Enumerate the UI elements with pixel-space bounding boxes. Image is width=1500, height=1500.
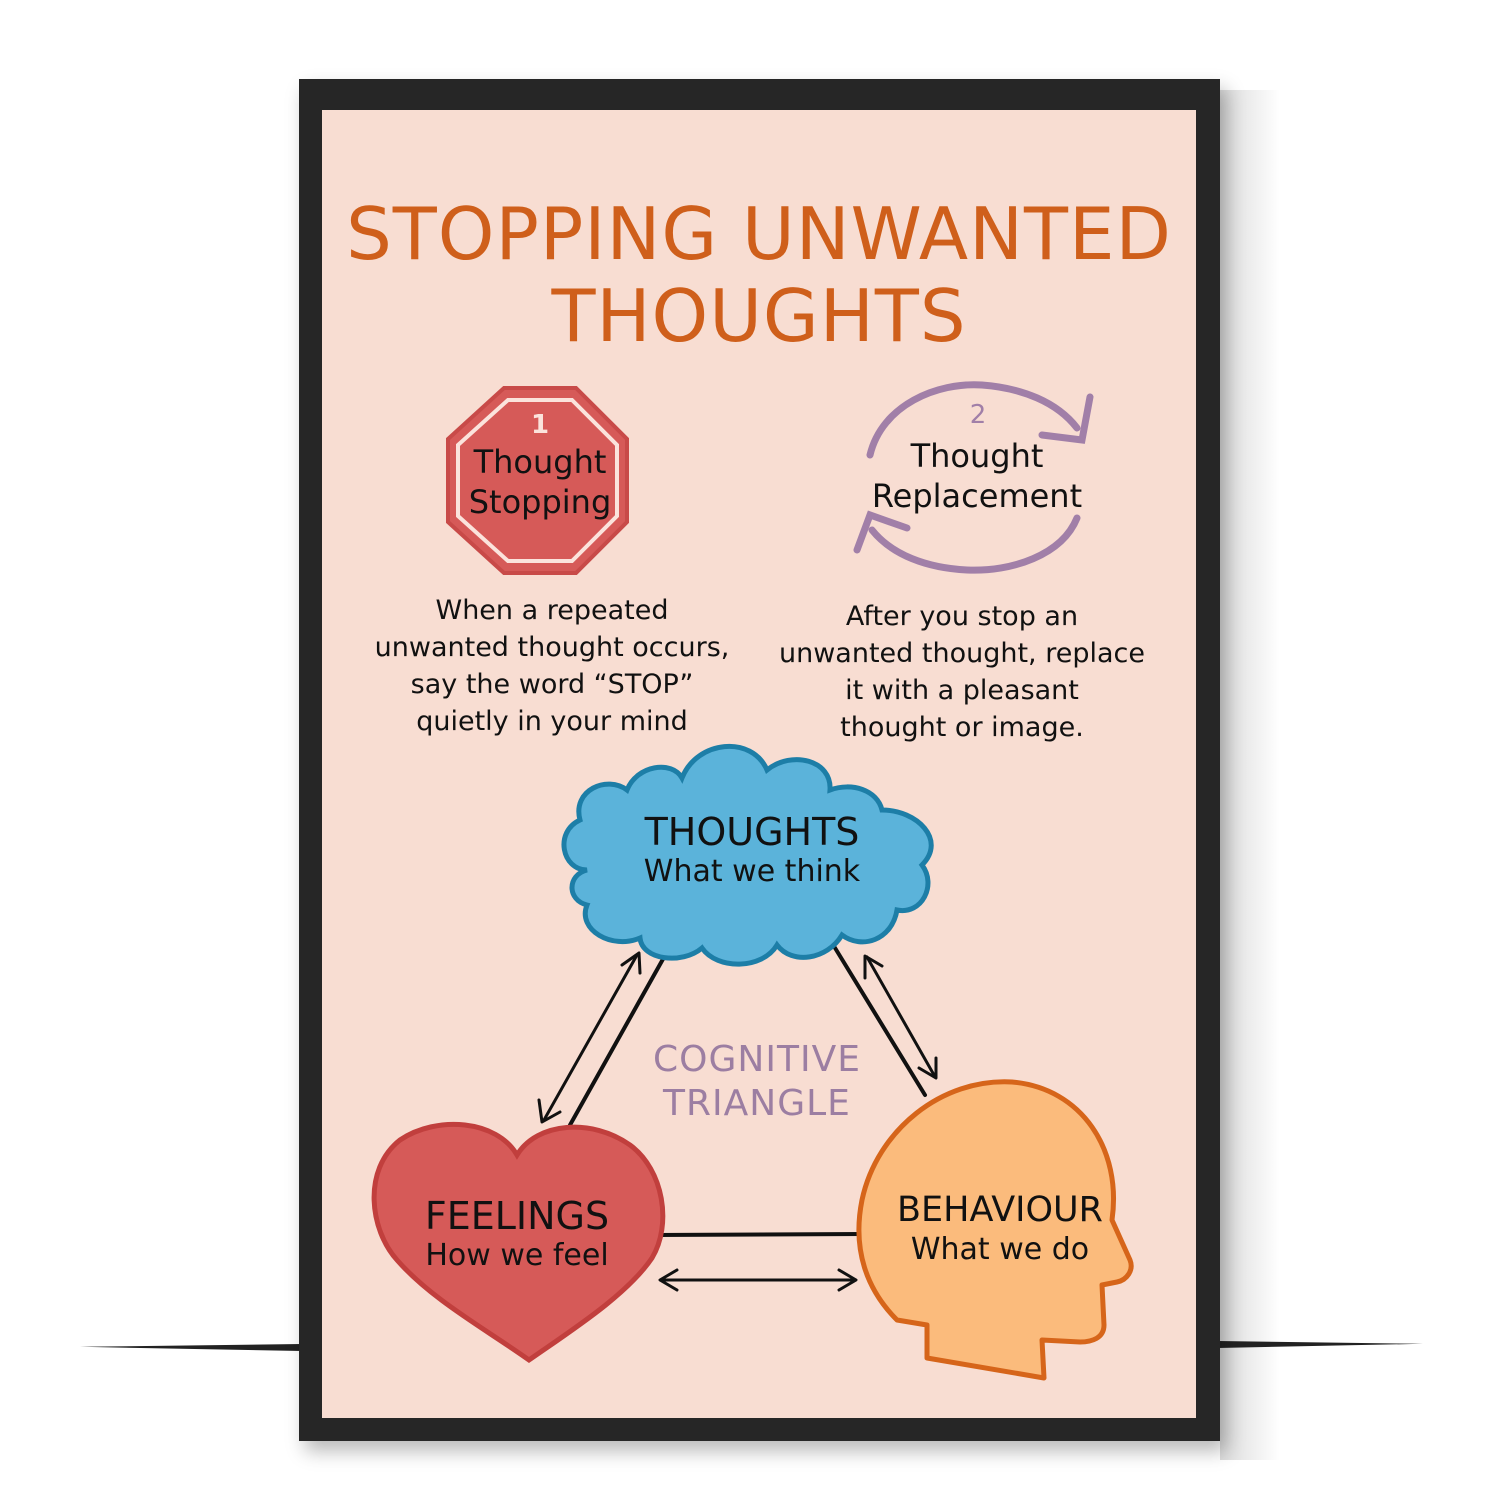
step-2-desc-line: After you stop an: [845, 601, 1079, 632]
behaviour-subtitle: What we do: [910, 1232, 1090, 1267]
double-arrows: [537, 951, 938, 1292]
step-2-title-line-2: Replacement: [871, 477, 1083, 515]
stop-sign-icon: [446, 386, 629, 575]
heart-icon: [371, 1121, 666, 1364]
shelf-line-left: [80, 1344, 302, 1351]
step-2-title: Thought Replacement: [852, 436, 1102, 516]
step-1-desc-line: unwanted thought occurs,: [374, 632, 730, 663]
step-1-title-line-1: Thought: [473, 443, 607, 481]
step-2-title-line-1: Thought: [910, 437, 1044, 475]
step-2-number: 2: [969, 400, 987, 430]
step-1-desc-line: quietly in your mind: [416, 706, 688, 737]
poster-frame: STOPPING UNWANTED THOUGHTS 1 Thought Sto…: [299, 79, 1220, 1441]
step-1-title-line-2: Stopping: [468, 483, 612, 521]
frame-shadow: [1220, 90, 1280, 1460]
head-icon: [856, 1079, 1134, 1381]
thoughts-title: THOUGHTS: [644, 810, 860, 854]
step-2-desc-line: unwanted thought, replace: [779, 638, 1145, 669]
poster-graphics: [371, 381, 1134, 1381]
behaviour-title: BEHAVIOUR: [897, 1190, 1103, 1230]
step-2-desc-line: it with a pleasant: [845, 675, 1079, 706]
step-1-desc-line: When a repeated: [435, 595, 669, 626]
step-2-desc-line: thought or image.: [840, 712, 1084, 743]
cycle-arrows-icon: [853, 381, 1094, 574]
poster: STOPPING UNWANTED THOUGHTS 1 Thought Sto…: [322, 110, 1196, 1418]
feelings-title: FEELINGS: [424, 1194, 610, 1238]
step-1-title: Thought Stopping: [450, 442, 630, 522]
title-line-1: STOPPING UNWANTED: [346, 192, 1172, 276]
shelf-line-right: [1218, 1341, 1423, 1348]
feelings-subtitle: How we feel: [425, 1238, 609, 1273]
triangle-connectors: [568, 941, 927, 1237]
step-1-number: 1: [530, 410, 550, 440]
thoughts-node: THOUGHTS What we think: [582, 810, 922, 890]
cognitive-label-line-1: COGNITIVE: [653, 1039, 861, 1080]
cloud-icon: [561, 744, 934, 967]
cognitive-triangle-label: COGNITIVE TRIANGLE: [622, 1038, 892, 1126]
behaviour-node: BEHAVIOUR What we do: [870, 1188, 1130, 1268]
step-2-description: After you stop an unwanted thought, repl…: [752, 598, 1172, 746]
cognitive-label-line-2: TRIANGLE: [663, 1083, 851, 1124]
feelings-node: FEELINGS How we feel: [382, 1194, 652, 1274]
step-1-desc-line: say the word “STOP”: [410, 669, 694, 700]
step-1-description: When a repeated unwanted thought occurs,…: [342, 592, 762, 740]
thoughts-subtitle: What we think: [643, 854, 861, 889]
title-line-2: THOUGHTS: [551, 274, 967, 358]
